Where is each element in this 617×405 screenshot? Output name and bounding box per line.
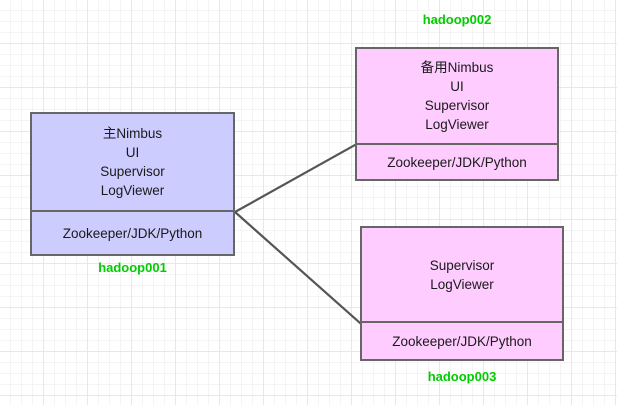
node-hadoop001-footer: Zookeeper/JDK/Python [62, 225, 203, 241]
service-item: 主Nimbus [102, 126, 163, 141]
node-hadoop001[interactable]: 主Nimbus UI Supervisor LogViewer Zookeepe… [30, 112, 235, 256]
node-hadoop001-services: 主Nimbus UI Supervisor LogViewer [32, 114, 233, 210]
node-hadoop002-services: 备用Nimbus UI Supervisor LogViewer [357, 49, 557, 143]
service-item: UI [125, 145, 140, 160]
node-hadoop002-footer: Zookeeper/JDK/Python [387, 154, 527, 170]
service-item: UI [450, 79, 464, 94]
service-item: LogViewer [100, 183, 165, 198]
host-label-hadoop003: hadoop003 [427, 369, 497, 384]
service-item: LogViewer [425, 117, 489, 132]
service-item: Supervisor [100, 164, 165, 179]
service-item: 备用Nimbus [420, 60, 494, 75]
connector-hadoop001-hadoop002 [233, 143, 357, 214]
node-hadoop003[interactable]: Supervisor LogViewer Zookeeper/JDK/Pytho… [360, 226, 564, 361]
node-divider [32, 210, 233, 212]
node-hadoop003-services: Supervisor LogViewer [362, 228, 562, 321]
service-item: Supervisor [424, 98, 490, 113]
host-label-hadoop002: hadoop002 [422, 12, 492, 27]
node-hadoop003-footer: Zookeeper/JDK/Python [392, 333, 532, 349]
host-label-hadoop001: hadoop001 [98, 260, 167, 275]
service-item: Supervisor [429, 257, 495, 273]
node-hadoop002[interactable]: 备用Nimbus UI Supervisor LogViewer Zookeep… [355, 47, 559, 181]
node-divider [362, 321, 562, 323]
connector-hadoop001-hadoop003 [233, 210, 362, 325]
node-divider [357, 143, 557, 145]
service-item: LogViewer [430, 276, 494, 292]
